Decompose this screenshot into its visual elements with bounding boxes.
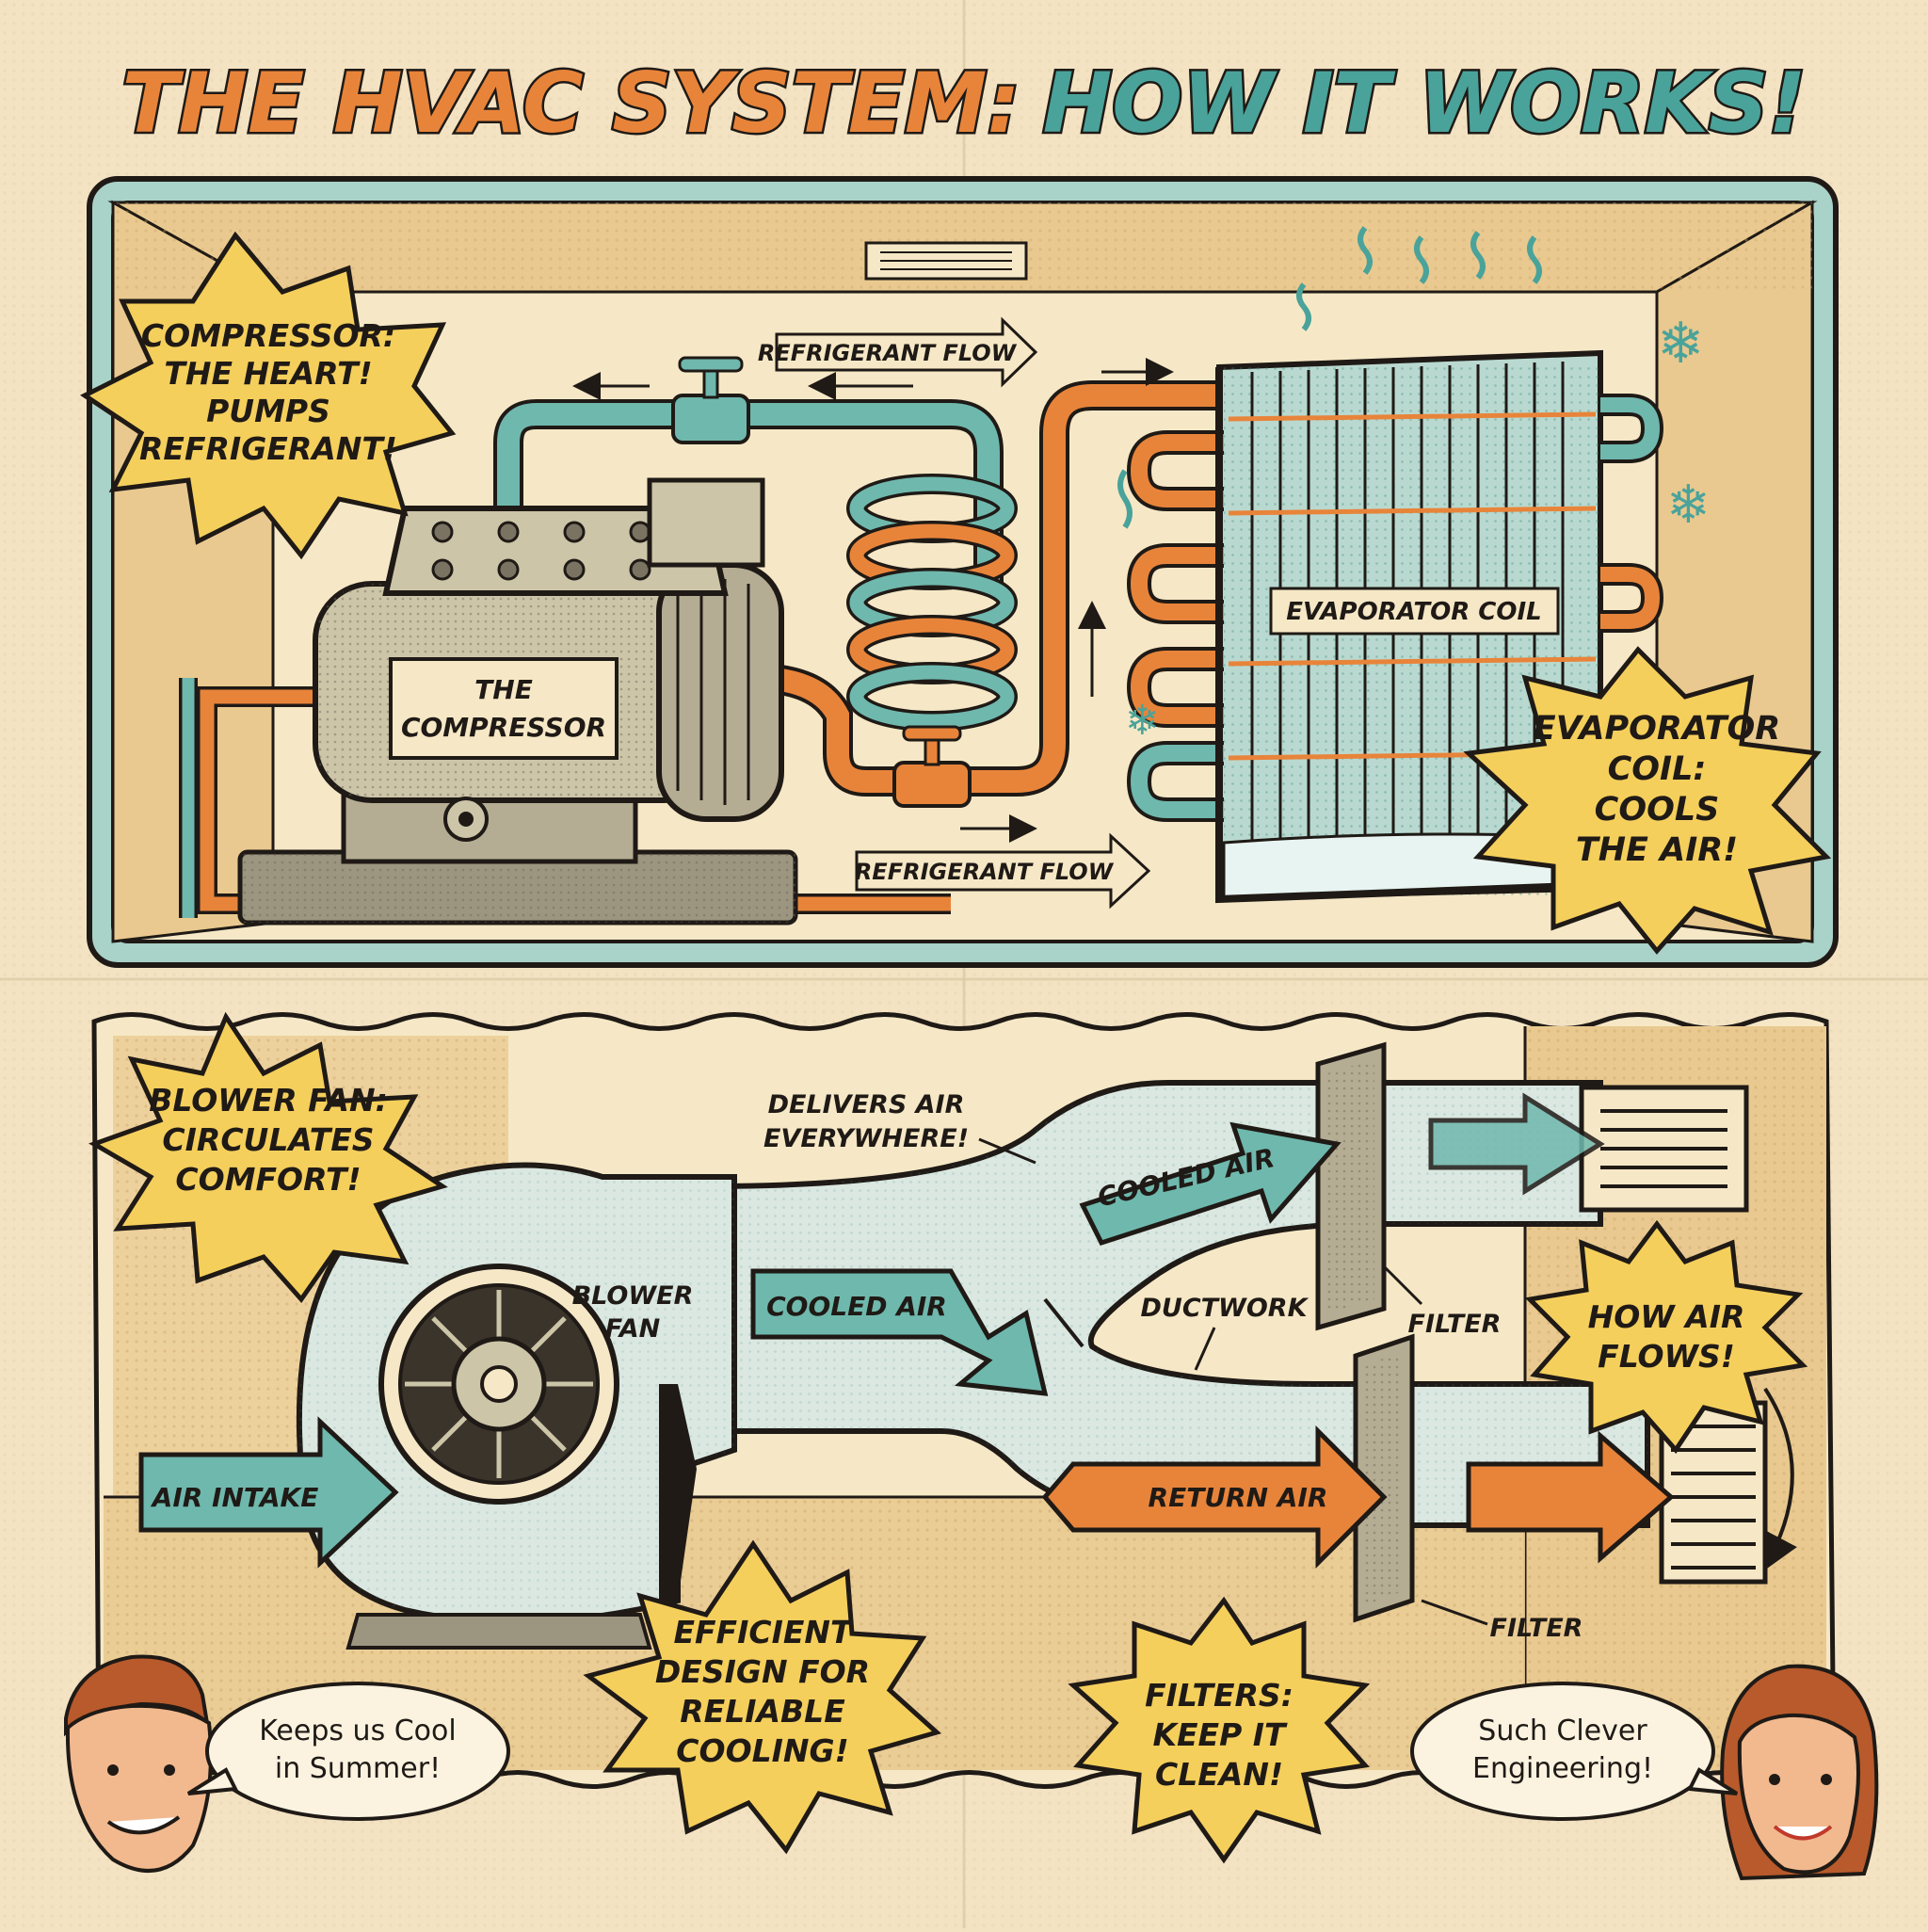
valve-top bbox=[671, 356, 750, 444]
return-air-arrow: RETURN AIR bbox=[1041, 1425, 1388, 1570]
woman-bubble-line-2: Engineering! bbox=[1472, 1752, 1653, 1785]
delivers-air-line-1: DELIVERS AIR bbox=[768, 1090, 965, 1119]
refrigerant-flow-top: REFRIGERANT FLOW bbox=[758, 316, 1038, 388]
condenser-coil bbox=[846, 474, 1018, 732]
refrigerant-flow-bottom: REFRIGERANT FLOW bbox=[855, 832, 1151, 910]
title-part-2: HOW IT WORKS! bbox=[1043, 55, 1807, 152]
woman-bubble-line-1: Such Clever bbox=[1478, 1715, 1647, 1747]
compressor-label-line-2: COMPRESSOR bbox=[401, 712, 606, 743]
blower-burst-line-2: CIRCULATES bbox=[162, 1121, 374, 1158]
return-air-label: RETURN AIR bbox=[1149, 1482, 1328, 1513]
compressor-burst: COMPRESSOR: THE HEART! PUMPS REFRIGERANT… bbox=[80, 231, 457, 560]
title: THE HVAC SYSTEM:HOW IT WORKS! bbox=[120, 53, 1808, 154]
evaporator-coil-label-box bbox=[1269, 587, 1560, 636]
compressor-label-plate bbox=[389, 657, 619, 760]
compressor-burst-line-1: COMPRESSOR: bbox=[141, 317, 395, 354]
efficient-design-burst: EFFICIENT DESIGN FOR RELIABLE COOLING! bbox=[583, 1539, 942, 1855]
valve-bottom bbox=[892, 725, 972, 808]
compressor-burst-line-3: PUMPS bbox=[206, 393, 330, 429]
return-air-exit-arrow bbox=[1466, 1430, 1675, 1564]
evaporator-burst-line-4: THE AIR! bbox=[1576, 831, 1738, 869]
blower-fan bbox=[296, 1162, 737, 1650]
blower-fan-label-line-2: FAN bbox=[605, 1314, 661, 1344]
evaporator-burst-line-2: COIL: bbox=[1608, 750, 1707, 788]
filter-upper bbox=[1315, 1041, 1387, 1331]
filter-lower bbox=[1353, 1333, 1415, 1623]
snowflake-icon: ❄ bbox=[1125, 697, 1160, 745]
top-panel: THE COMPRESSOR REFRIGERANT FLOW REFRIGER… bbox=[80, 176, 1839, 968]
how-air-burst-line-2: FLOWS! bbox=[1598, 1338, 1735, 1375]
delivers-air-line-2: EVERYWHERE! bbox=[763, 1124, 969, 1153]
snowflake-icon: ❄ bbox=[1666, 475, 1711, 536]
man-bubble-line-2: in Summer! bbox=[275, 1752, 441, 1785]
woman-character bbox=[1720, 1664, 1879, 1881]
blower-burst-line-1: BLOWER FAN: bbox=[149, 1082, 388, 1119]
cooled-air-arrow-lower: COOLED AIR bbox=[750, 1268, 1049, 1396]
filters-burst-line-2: KEEP IT bbox=[1152, 1716, 1288, 1753]
evaporator-burst-line-3: COOLS bbox=[1595, 791, 1720, 829]
filters-burst-line-3: CLEAN! bbox=[1155, 1756, 1283, 1793]
evaporator-burst-line-1: EVAPORATOR bbox=[1534, 710, 1780, 748]
blower-burst-line-3: COMFORT! bbox=[175, 1161, 361, 1198]
efficient-burst-line-1: EFFICIENT bbox=[673, 1614, 854, 1650]
cooled-air-lower-label: COOLED AIR bbox=[766, 1291, 947, 1322]
bottom-panel: AIR INTAKE COOLED AIR COOLED AIR RETURN … bbox=[88, 1011, 1837, 1864]
title-part-1: THE HVAC SYSTEM: bbox=[121, 55, 1020, 152]
compressor-burst-line-2: THE HEART! bbox=[164, 355, 372, 392]
woman-speech-bubble: Such Clever Engineering! bbox=[1410, 1682, 1739, 1821]
cooled-air-exit-arrow bbox=[1428, 1092, 1605, 1196]
how-air-burst-line-1: HOW AIR bbox=[1588, 1298, 1745, 1335]
wall-vent-upper bbox=[1579, 1085, 1749, 1213]
snowflake-icon: ❄ bbox=[1657, 311, 1704, 377]
cold-air-waves bbox=[1117, 226, 1542, 529]
air-intake-label: AIR INTAKE bbox=[151, 1482, 319, 1513]
evaporator-burst: EVAPORATOR COIL: COOLS THE AIR! bbox=[1463, 646, 1832, 955]
efficient-burst-line-2: DESIGN FOR bbox=[655, 1653, 870, 1690]
evaporator-coil-label: EVAPORATOR COIL bbox=[1286, 598, 1541, 626]
air-intake-arrow: AIR INTAKE bbox=[138, 1416, 399, 1569]
compressor: THE COMPRESSOR bbox=[237, 477, 798, 926]
refrigerant-flow-bottom-label: REFRIGERANT FLOW bbox=[855, 859, 1115, 885]
man-bubble-line-1: Keeps us Cool bbox=[259, 1715, 456, 1747]
how-air-flows-burst: HOW AIR FLOWS! bbox=[1524, 1219, 1808, 1455]
blower-burst: BLOWER FAN: CIRCULATES COMFORT! bbox=[88, 1011, 448, 1304]
filters-burst: FILTERS: KEEP IT CLEAN! bbox=[1068, 1596, 1371, 1864]
svg-text:THE HVAC SYSTEM:HOW IT WORKS!: THE HVAC SYSTEM:HOW IT WORKS! bbox=[121, 55, 1806, 152]
filter-lower-label: FILTER bbox=[1490, 1614, 1583, 1643]
man-speech-bubble: Keeps us Cool in Summer! bbox=[186, 1682, 510, 1821]
ductwork-label: DUCTWORK bbox=[1140, 1294, 1309, 1323]
compressor-burst-line-4: REFRIGERANT! bbox=[139, 430, 397, 467]
efficient-burst-line-4: COOLING! bbox=[676, 1732, 848, 1769]
refrigerant-flow-top-label: REFRIGERANT FLOW bbox=[758, 340, 1018, 366]
blower-fan-label-line-1: BLOWER bbox=[572, 1281, 694, 1311]
compressor-label-line-1: THE bbox=[474, 674, 533, 705]
man-character bbox=[64, 1654, 213, 1873]
efficient-burst-line-3: RELIABLE bbox=[680, 1693, 845, 1730]
filters-burst-line-1: FILTERS: bbox=[1145, 1677, 1293, 1714]
filter-upper-label: FILTER bbox=[1408, 1310, 1502, 1339]
